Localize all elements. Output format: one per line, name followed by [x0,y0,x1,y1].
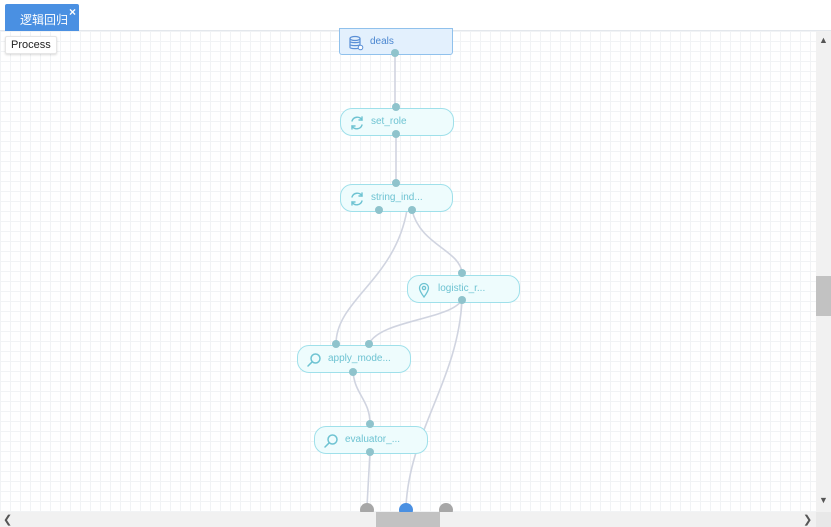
magnifier-icon [307,353,321,367]
port-evaluator-in[interactable] [366,420,374,428]
port-set-role-out[interactable] [392,130,400,138]
port-set-role-in[interactable] [392,103,400,111]
vertical-scrollbar[interactable]: ▲ ▼ [816,31,831,512]
location-pin-icon [418,282,430,298]
node-label: set_role [371,116,407,127]
scroll-up-icon[interactable]: ▲ [819,35,828,45]
refresh-icon [351,116,363,130]
port-logistic-r-in[interactable] [458,269,466,277]
scroll-right-icon[interactable]: ❯ [803,514,813,526]
horizontal-scrollbar[interactable]: ❮ ❯ [0,512,816,527]
port-apply-mode-in-2[interactable] [365,340,373,348]
scroll-down-icon[interactable]: ▼ [819,495,828,505]
node-label: logistic_r... [438,283,486,294]
port-apply-mode-out[interactable] [349,368,357,376]
port-logistic-r-out[interactable] [458,296,466,304]
magnifier-icon [324,434,338,448]
node-set-role[interactable]: set_role [340,108,454,136]
close-icon[interactable]: × [69,5,77,19]
node-label: string_ind... [371,192,423,203]
database-icon [349,35,364,51]
scrollbar-corner [816,512,831,527]
port-apply-mode-in-1[interactable] [332,340,340,348]
node-string-ind[interactable]: string_ind... [340,184,453,212]
vertical-scroll-thumb[interactable] [816,276,831,316]
process-label: Process [5,36,57,54]
node-label: apply_mode... [328,353,391,364]
tab-label: 逻辑回归 [20,13,69,27]
port-string-ind-out-1[interactable] [375,206,383,214]
refresh-icon [351,192,363,206]
port-evaluator-out[interactable] [366,448,374,456]
port-deals-out[interactable] [391,49,399,57]
node-label: evaluator_... [345,434,401,445]
port-string-ind-out-2[interactable] [408,206,416,214]
port-string-ind-in[interactable] [392,179,400,187]
tab-logistic-regression[interactable]: 逻辑回归 × [5,4,79,31]
tab-bar: 逻辑回归 × [0,0,831,31]
horizontal-scroll-thumb[interactable] [376,512,440,527]
node-label: deals [370,36,394,47]
scroll-left-icon[interactable]: ❮ [3,514,13,526]
